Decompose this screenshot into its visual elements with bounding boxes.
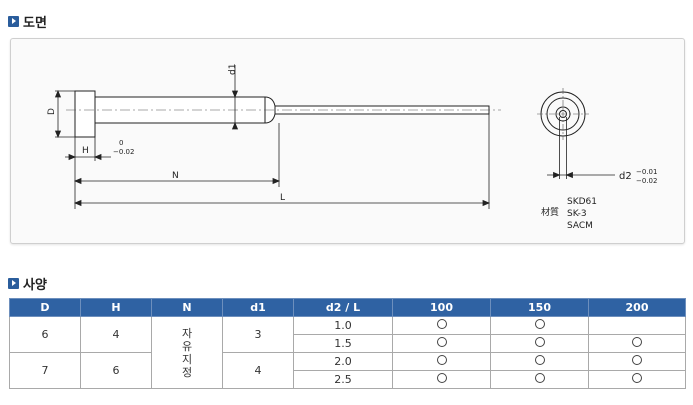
cell-d1: 3 [222, 316, 294, 353]
header-D: D [9, 298, 81, 317]
ejector-pin-drawing: D d1 H 0 −0.02 N L d2 −0.01 −0.02 材質 SKD… [47, 64, 657, 231]
cell-H: 4 [80, 316, 152, 353]
available-mark-icon [534, 373, 545, 383]
available-mark-icon [534, 355, 545, 365]
label-d2: d2 [619, 171, 632, 182]
cell-D: 6 [9, 316, 81, 353]
drawing-section-title: 도면 [8, 13, 47, 31]
available-mark-icon [534, 319, 545, 329]
cell-avail [392, 370, 491, 389]
cell-avail [588, 334, 686, 353]
cell-avail [392, 316, 491, 335]
label-H: H [82, 146, 89, 156]
header-d1: d1 [222, 298, 294, 317]
cell-d1: 4 [222, 352, 294, 389]
section-arrow-icon [8, 15, 19, 27]
available-mark-icon [436, 337, 447, 347]
available-mark-icon [632, 373, 642, 383]
cell-avail [490, 370, 589, 389]
header-d2-L: d2 / L [293, 298, 393, 317]
available-mark-icon [632, 355, 642, 365]
drawing-panel: D d1 H 0 −0.02 N L d2 −0.01 −0.02 材質 SKD… [10, 38, 685, 244]
cell-N: 자 유 지 정 [151, 316, 223, 389]
table-row: 6 4 자 유 지 정 3 1.0 [9, 316, 686, 389]
section-arrow-icon [8, 277, 19, 289]
label-L: L [280, 193, 285, 203]
material-3: SACM [567, 221, 593, 231]
cell-H: 6 [80, 352, 152, 389]
table-row: 2.5 [10, 370, 686, 389]
cell-d2: 1.5 [293, 334, 393, 353]
cell-avail [588, 370, 686, 389]
drawing-section-label: 도면 [23, 15, 47, 31]
material-label: 材質 [541, 206, 559, 218]
label-tol-lower: −0.02 [113, 148, 134, 156]
header-100: 100 [392, 298, 491, 317]
cell-N-char: 정 [181, 365, 193, 379]
spec-section-label: 사양 [23, 277, 47, 293]
table-header-row: D H N d1 d2 / L 100 150 200 [9, 298, 686, 317]
table-row: 7 6 4 2.0 [9, 352, 686, 389]
material-2: SK-3 [567, 209, 587, 219]
label-d2-tol-upper: −0.01 [636, 168, 657, 176]
header-N: N [151, 298, 223, 317]
cell-d2: 2.0 [293, 352, 393, 371]
available-mark-icon [632, 337, 642, 347]
spec-table: D H N d1 d2 / L 100 150 200 6 4 자 유 지 정 … [9, 298, 686, 389]
label-D: D [47, 108, 57, 115]
header-150: 150 [490, 298, 589, 317]
label-d1: d1 [228, 64, 238, 75]
pin-head [74, 90, 96, 138]
cell-avail [392, 334, 491, 353]
cell-N-char: 유 [181, 339, 193, 353]
cell-N-char: 자 [181, 326, 193, 340]
available-mark-icon [534, 337, 545, 347]
label-tol-upper: 0 [119, 139, 123, 147]
cell-avail [588, 316, 686, 335]
material-1: SKD61 [567, 197, 597, 207]
cell-avail [588, 352, 686, 371]
header-H: H [80, 298, 152, 317]
cell-avail [490, 334, 589, 353]
available-mark-icon [436, 355, 447, 365]
available-mark-icon [436, 373, 447, 383]
cell-d2: 1.0 [293, 316, 393, 335]
header-200: 200 [588, 298, 686, 317]
cell-avail [490, 352, 589, 371]
cell-d2: 2.5 [293, 370, 393, 389]
cell-avail [490, 316, 589, 335]
label-N: N [172, 171, 179, 181]
available-mark-icon [436, 319, 447, 329]
spec-section-title: 사양 [8, 275, 47, 293]
cell-avail [392, 352, 491, 371]
label-d2-tol-lower: −0.02 [636, 177, 657, 185]
cell-D: 7 [9, 352, 81, 389]
cell-N-char: 지 [181, 352, 193, 366]
